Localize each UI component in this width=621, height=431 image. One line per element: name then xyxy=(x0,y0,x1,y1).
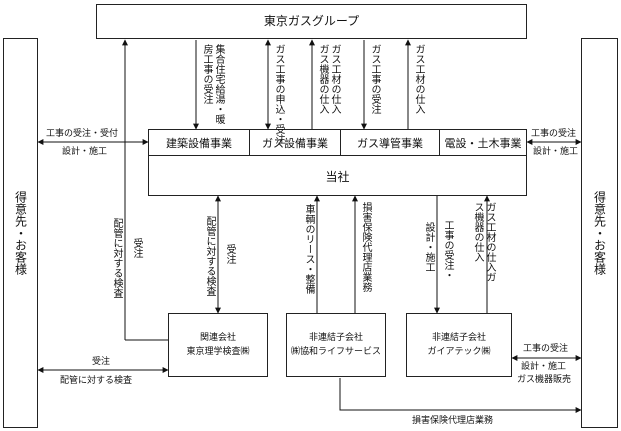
mid-order-right: 工事の受注・ xyxy=(442,220,453,280)
sub2-line2: ガイアテック㈱ xyxy=(427,347,491,357)
arrow-bottom-insurance xyxy=(339,378,582,413)
company-box: 建築設備事業 ガス設備事業 ガス導管事業 電設・土木事業 当社 xyxy=(148,129,527,196)
subsidiary-2-box: 非連結子会社 ガイアテック㈱ xyxy=(406,313,512,377)
mid-inspection-mid: 配管に対する検査 xyxy=(204,216,215,296)
mid-inspection-left: 配管に対する検査 xyxy=(111,218,122,298)
sub2-line1: 非連結子会社 xyxy=(431,333,486,343)
related-line2: 東京理学検査㈱ xyxy=(186,347,250,357)
left-flow-lower: 設計・施工 xyxy=(62,147,108,157)
top-label-5: ガス工材の仕入 xyxy=(413,44,424,114)
unit-building: 建築設備事業 xyxy=(149,130,250,155)
unit-gas-pipe: ガス導管事業 xyxy=(341,130,440,155)
company-name: 当社 xyxy=(325,169,350,184)
bottom-right-2: 設計・施工 xyxy=(521,362,567,372)
right-flow-lower: 設計・施工 xyxy=(533,147,579,157)
mid-gas-right: ガス工材の仕入ガス機器の仕入 xyxy=(472,202,495,282)
customer-left-box: 得意先・お客様 xyxy=(3,38,38,428)
bottom-left-upper: 受注 xyxy=(92,357,111,367)
subsidiary-1-box: 非連結子会社 ㈱協和ライフサービス xyxy=(286,313,386,377)
top-label-2: ガス工事の申込・受注 xyxy=(273,44,284,144)
sub1-line2: ㈱協和ライフサービス xyxy=(290,347,381,357)
customer-right-box: 得意先・お客様 xyxy=(581,38,618,428)
related-company-box: 関連会社 東京理学検査㈱ xyxy=(168,313,268,377)
bottom-right-1: 工事の受注 xyxy=(523,344,569,354)
customer-right-label: 得意先・お客様 xyxy=(592,191,607,275)
mid-order-mid: 受注 xyxy=(224,244,235,264)
related-line1: 関連会社 xyxy=(199,333,236,343)
sub1-line1: 非連結子会社 xyxy=(308,333,363,343)
top-label-1: 集合住宅給湯・暖房工事の受注 xyxy=(201,44,224,124)
mid-order-left: 受注 xyxy=(131,238,142,258)
right-flow-upper: 工事の受注 xyxy=(531,129,577,139)
mid-design: 設計・施工 xyxy=(423,222,434,272)
top-label-3: ガス工材の仕入ガス機器の仕入 xyxy=(317,44,340,114)
bottom-right-3: ガス機器販売 xyxy=(517,375,572,385)
bottom-left-lower: 配管に対する検査 xyxy=(60,376,133,386)
group-box: 東京ガスグループ xyxy=(96,4,527,39)
customer-left-label: 得意先・お客様 xyxy=(13,191,28,275)
mid-lease: 車輌のリース・整備 xyxy=(303,204,314,294)
group-title: 東京ガスグループ xyxy=(263,14,360,28)
unit-gas-equipment: ガス設備事業 xyxy=(250,130,341,155)
bottom-insurance: 損害保険代理店業務 xyxy=(412,416,494,426)
unit-electrical: 電設・土木事業 xyxy=(444,136,522,150)
left-flow-upper: 工事の受注・受付 xyxy=(46,129,119,139)
mid-insurance: 損害保険代理店業務 xyxy=(360,202,371,292)
top-label-4: ガス工事の受注 xyxy=(369,44,380,114)
